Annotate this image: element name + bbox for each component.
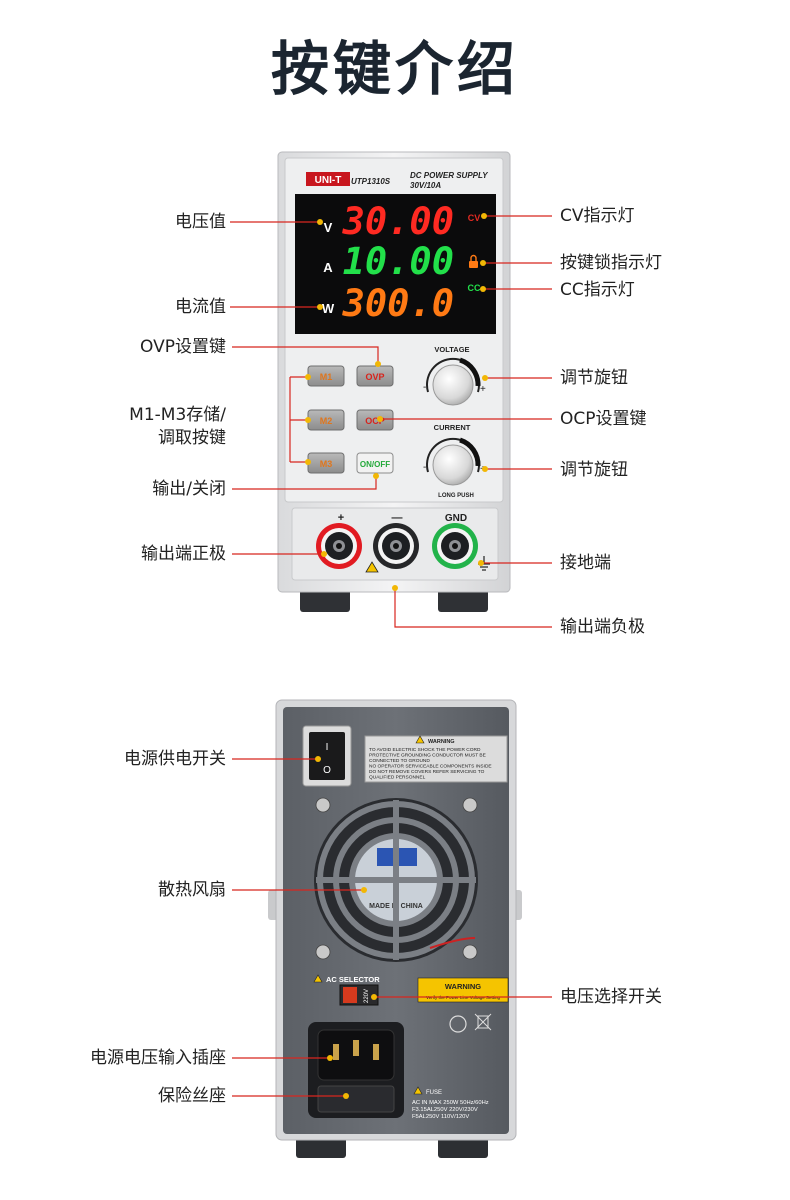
page-title: 按键介绍 [270,35,519,103]
on-off-button[interactable]: ON/OFF [356,452,394,474]
m1-button[interactable]: M1 [307,365,345,387]
lock-icon [469,254,478,268]
label-voltage-select: 电压选择开关 [560,987,662,1007]
svg-text:+: + [480,384,486,395]
label-knob-1: 调节旋钮 [560,368,628,388]
svg-text:CONNECTED TO GROUND: CONNECTED TO GROUND [369,758,430,764]
svg-text:ON/OFF: ON/OFF [360,460,390,469]
label-negative-terminal: 输出端负极 [560,617,645,637]
ovp-button[interactable]: OVP [356,365,394,387]
warning-icon [313,974,323,983]
power-readout: 300.0 [342,282,454,325]
svg-text:WARNING: WARNING [445,982,481,991]
svg-text:WARNING: WARNING [428,739,455,745]
svg-text:F3.15AL250V 220V/230V: F3.15AL250V 220V/230V [412,1107,478,1113]
label-ocp-key: OCP设置键 [560,409,647,429]
ocp-button[interactable]: OCP [356,409,394,431]
svg-text:OVP: OVP [365,372,384,382]
svg-text:QUALIFIED PERSONNEL: QUALIFIED PERSONNEL [369,775,426,781]
label-fuse-holder: 保险丝座 [158,1086,226,1106]
svg-text:PROTECTIVE GROUNDING CONDUCTOR: PROTECTIVE GROUNDING CONDUCTOR MUST BE [369,753,486,759]
label-fan: 散热风扇 [158,880,226,900]
power-unit: W [322,301,335,316]
svg-text:DO NOT REMOVE COVERS REFER SER: DO NOT REMOVE COVERS REFER SERVICING TO [369,769,485,775]
svg-text:+: + [338,512,344,524]
brand-logo [306,172,350,186]
svg-text:—: — [392,512,403,524]
current-knob-label: CURRENT [434,423,471,432]
label-knob-2: 调节旋钮 [560,460,628,480]
rating-text: 30V/10A [410,181,441,190]
voltage-knob[interactable] [432,364,474,406]
m3-button[interactable]: M3 [307,452,345,474]
label-voltage-value: 电压值 [175,212,226,232]
voltage-unit: V [324,220,333,235]
label-current-value: 电流值 [175,297,226,317]
cc-indicator: CC [468,283,481,293]
front-leader-dots [305,213,488,591]
label-ground-terminal: 接地端 [560,553,611,573]
current-readout: 10.00 [343,240,454,283]
eco-40-icon [449,1015,467,1033]
front-foot-left [300,588,350,612]
label-positive-terminal: 输出端正极 [141,544,226,564]
label-memory-line2: 调取按键 [158,428,226,448]
svg-text:AC IN MAX 250W 50Hz/60Hz: AC IN MAX 250W 50Hz/60Hz [412,1100,489,1106]
label-power-switch: 电源供电开关 [124,749,226,769]
m2-button[interactable]: M2 [307,409,345,431]
svg-text:FUSE: FUSE [426,1090,442,1096]
svg-text:O: O [323,765,331,776]
svg-text:NO OPERATOR SERVICEABLE COMPON: NO OPERATOR SERVICEABLE COMPONENTS INSID… [369,764,492,770]
label-output-onoff: 输出/关闭 [152,479,226,499]
back-leader-dots [315,756,377,1099]
svg-text:I: I [326,742,329,753]
svg-text:AC SELECTOR: AC SELECTOR [326,975,380,984]
label-power-inlet: 电源电压输入插座 [90,1048,226,1068]
cooling-fan: MADE IN CHINA [314,798,478,962]
screws [315,797,478,960]
front-leader-lines [230,215,552,628]
voltage-readout: 30.00 [342,200,454,243]
label-cc-led: CC指示灯 [560,280,635,300]
negative-terminal[interactable] [373,523,419,569]
cv-indicator: CV [468,213,481,223]
svg-text:-: - [423,462,426,473]
svg-text:GND: GND [445,513,467,524]
fuse-holder[interactable] [317,1085,395,1113]
brand-text: UNI-T [315,175,342,186]
product-text: DC POWER SUPPLY [410,171,488,180]
recycle-bin-icon [474,1013,492,1031]
current-unit: A [323,260,333,275]
svg-text:220V: 220V [364,989,370,1003]
svg-text:F5AL250V 110V/120V: F5AL250V 110V/120V [412,1114,469,1120]
back-panel: I O WARNING TO AVOID ELECTRIC SHOCK THE … [268,699,522,1158]
ground-terminal[interactable] [432,523,478,569]
front-panel: UNI-T UTP1310S DC POWER SUPPLY 30V/10A V… [277,151,511,612]
svg-text:TO AVOID ELECTRIC SHOCK THE PO: TO AVOID ELECTRIC SHOCK THE POWER CORD [369,747,481,753]
label-lock-led: 按键锁指示灯 [560,253,662,273]
warning-label [364,735,508,783]
svg-text:M3: M3 [320,459,333,469]
label-cv-led: CV指示灯 [560,206,635,226]
display-screen [295,194,496,334]
svg-text:-: - [423,382,426,393]
front-foot-right [438,588,488,612]
voltage-knob-label: VOLTAGE [434,345,469,354]
label-ovp-key: OVP设置键 [140,337,226,357]
warning-icon [365,561,379,573]
svg-text:M1: M1 [320,372,333,382]
back-leader-lines [232,758,552,1097]
power-switch[interactable] [309,732,345,780]
model-text: UTP1310S [351,177,391,186]
warning-icon [413,1086,423,1095]
svg-text:OCP: OCP [365,416,385,426]
current-knob[interactable] [432,444,474,486]
positive-terminal[interactable] [316,523,362,569]
label-memory-line1: M1-M3存储/ [129,405,226,425]
svg-text:M2: M2 [320,416,333,426]
long-push-label: LONG PUSH [438,493,474,499]
warning-icon [415,735,425,744]
voltage-warning-label [417,977,509,1003]
